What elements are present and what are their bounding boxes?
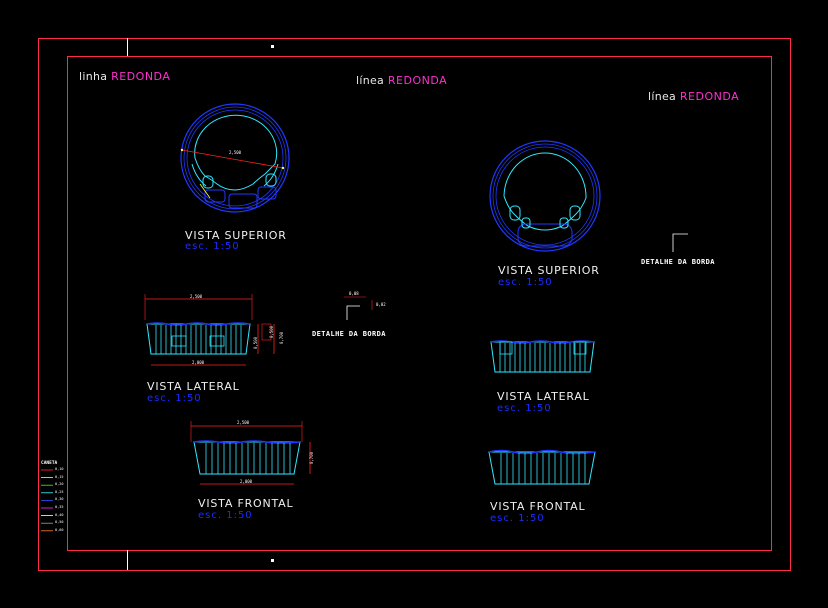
dim-lateral-width: 2,500 (190, 294, 203, 299)
dim-lateral-h1: 0,500 (269, 325, 275, 339)
label-edge-detail-left: DETALHE DA BORDA (312, 330, 386, 338)
legend-item: 0,20 (55, 482, 64, 487)
label-lateral-view-right: VISTA LATERAL (497, 390, 590, 403)
pool-top-view-right (489, 140, 601, 252)
dim-lateral-h2: 0,700 (279, 331, 285, 345)
drawing-title-1: linha REDONDA (79, 70, 171, 83)
dim-detail-h: 0,02 (376, 302, 386, 307)
legend-item: 0,25 (55, 489, 64, 494)
dim-lateral-h2-a: 0,500 (253, 336, 259, 350)
pool-lateral-view-left (144, 294, 275, 366)
label-frontal-view-right: VISTA FRONTAL (490, 500, 586, 513)
frame-mark (271, 559, 274, 562)
dim-detail-w: 0,08 (349, 291, 359, 296)
drawing-title-3: línea REDONDA (648, 90, 740, 103)
pool-frontal-view-right (488, 449, 596, 485)
dim-frontal-h: 0,700 (309, 451, 315, 465)
frame-mark (271, 45, 274, 48)
legend-item: 0,15 (55, 474, 64, 479)
dim-top-diameter: 2,500 (229, 150, 242, 155)
legend-item: 0,50 (55, 520, 64, 525)
scale-lateral-view-left: esc. 1:50 (147, 393, 202, 404)
outer-frame (38, 38, 791, 571)
scale-frontal-view-left: esc. 1:50 (198, 510, 253, 521)
legend-item: 0,40 (55, 512, 64, 517)
label-lateral-view-left: VISTA LATERAL (147, 380, 240, 393)
label-top-view-right: VISTA SUPERIOR (498, 264, 600, 277)
scale-top-view-left: esc. 1:50 (185, 241, 240, 252)
edge-detail-left (344, 296, 373, 320)
legend-item: 0,10 (55, 467, 64, 471)
scale-top-view-right: esc. 1:50 (498, 277, 553, 288)
edge-detail-right (672, 233, 688, 252)
dim-lateral-bottom: 2,000 (192, 360, 205, 365)
drawing-title-3-name: REDONDA (679, 90, 740, 103)
legend-title: CANETA (41, 461, 58, 466)
scale-lateral-view-right: esc. 1:50 (497, 403, 552, 414)
dim-frontal-bottom: 2,000 (240, 479, 253, 484)
scale-frontal-view-right: esc. 1:50 (490, 513, 545, 524)
drawing-title-2-name: REDONDA (387, 74, 448, 87)
label-top-view-left: VISTA SUPERIOR (185, 229, 287, 242)
pen-legend-lines (41, 469, 53, 532)
pool-top-view-left (180, 103, 290, 213)
legend-item: 0,60 (55, 527, 64, 532)
drawing-title-2: línea REDONDA (356, 74, 448, 87)
dim-frontal-width: 2,500 (237, 420, 250, 425)
legend-item: 0,35 (55, 505, 64, 509)
inner-frame (67, 56, 772, 551)
label-frontal-view-left: VISTA FRONTAL (198, 497, 294, 510)
legend-item: 0,30 (55, 497, 64, 502)
label-edge-detail-right: DETALHE DA BORDA (641, 258, 715, 266)
pool-frontal-view-left (190, 421, 311, 485)
pool-lateral-view-right (490, 340, 595, 373)
drawing-title-1-name: REDONDA (111, 70, 171, 83)
